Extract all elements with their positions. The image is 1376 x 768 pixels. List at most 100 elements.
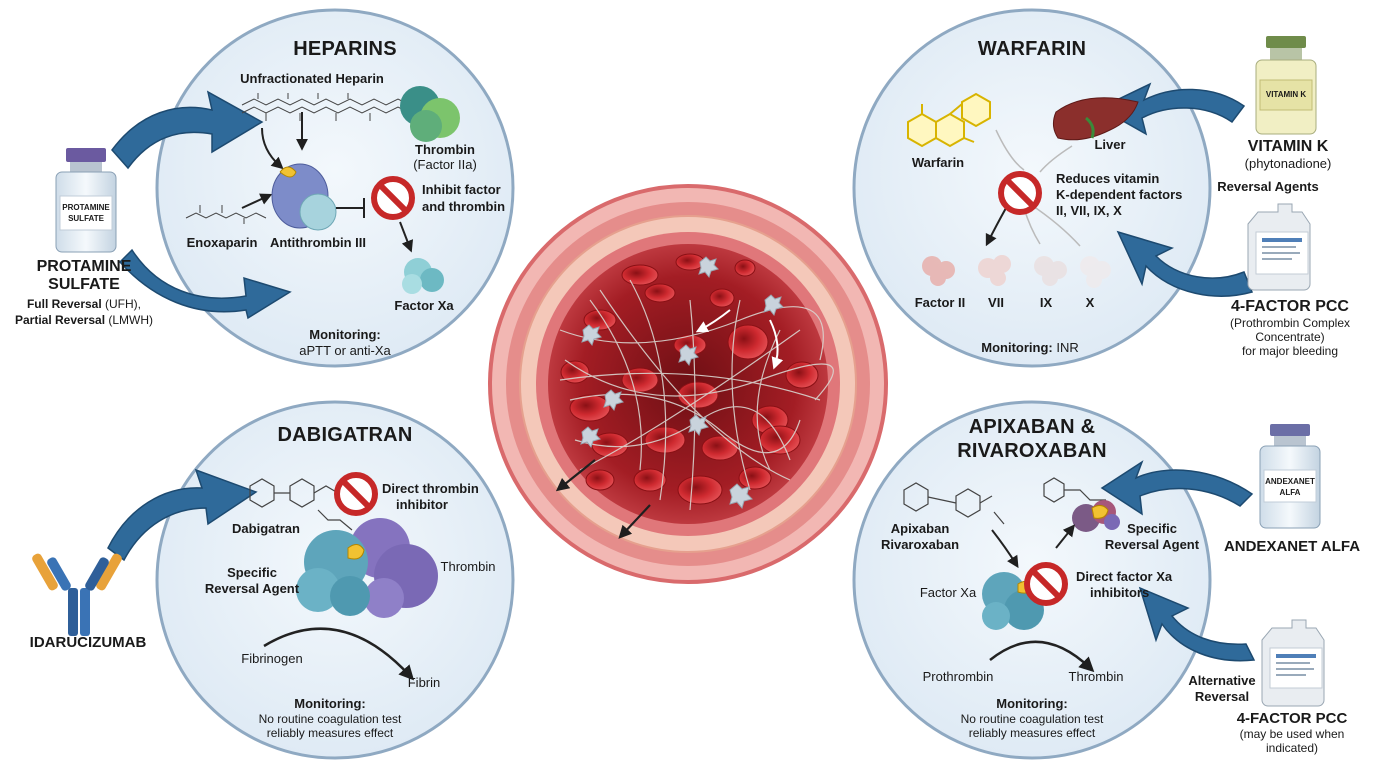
- pcc-top-line-3: for major bleeding: [1241, 344, 1339, 358]
- heparin-inhibit-symbol: [374, 179, 412, 217]
- dabigatran-molecule: [249, 478, 353, 531]
- factor-xa-label: Factor Xa: [394, 298, 454, 313]
- factor-proteins: [922, 255, 1111, 288]
- thrombin-label: Thrombin: [415, 142, 475, 157]
- pcc-bag-bottom: [1261, 619, 1325, 707]
- apixaban-drug-1: Apixaban: [890, 521, 950, 536]
- pcc-bottom-sub-1: (may be used when: [1239, 727, 1345, 741]
- reduces-line-2: K-dependent factors: [1056, 187, 1183, 202]
- andexanet-vial-text-1: ANDEXANET: [1265, 477, 1315, 486]
- apixaban-drug-2: Rivaroxaban: [880, 537, 960, 552]
- dabigatran-inhibit-symbol: [337, 475, 375, 513]
- pcc-bag-top: [1247, 203, 1311, 291]
- apixaban-monitoring-1: No routine coagulation test: [960, 712, 1104, 726]
- apixaban-specific-1: Specific: [1127, 521, 1177, 536]
- prothrombin-label: Prothrombin: [922, 669, 994, 684]
- apixaban-thrombin-label: Thrombin: [1068, 669, 1124, 684]
- dabigatran-monitoring-label: Monitoring:: [294, 696, 366, 711]
- apixaban-monitoring-label: Monitoring:: [996, 696, 1068, 711]
- protamine-name-1: PROTAMINE: [36, 258, 132, 275]
- apixaban-inhibit-symbol: [1027, 565, 1065, 603]
- enoxaparin-molecule: [185, 205, 267, 224]
- warfarin-monitoring-label: Monitoring:: [981, 340, 1053, 355]
- reversal-arrows: [107, 82, 1256, 662]
- apixaban-molecule: [903, 482, 1005, 525]
- pcc-bottom-sub-2: indicated): [1265, 741, 1319, 755]
- fibrin-label: Fibrin: [407, 675, 441, 690]
- direct-xa-line-2: inhibitors: [1090, 585, 1150, 600]
- warfarin-monitoring: Monitoring: INR: [981, 340, 1079, 356]
- full-reversal-bold: Full Reversal: [26, 297, 102, 311]
- factor-xa-protein: [402, 258, 444, 294]
- heparins-monitoring-label: Monitoring:: [309, 327, 381, 342]
- partial-reversal-bold: Partial Reversal: [14, 313, 106, 327]
- protamine-vial-text-2: SULFATE: [68, 214, 104, 223]
- alternative-line-1: Alternative: [1188, 673, 1256, 688]
- heparin-molecule: [241, 93, 411, 121]
- reversal-agents-label: Reversal Agents: [1217, 179, 1319, 194]
- dabigatran-drug-label: Dabigatran: [232, 521, 300, 536]
- pcc-top-line-1: (Prothrombin Complex: [1229, 316, 1351, 330]
- factor-x-label: X: [1085, 295, 1095, 310]
- inhibit-label-2: and thrombin: [422, 199, 506, 214]
- liver-label: Liver: [1094, 137, 1126, 152]
- thrombin-protein-heparin: [400, 86, 460, 142]
- alternative-line-2: Reversal: [1194, 689, 1250, 704]
- andexanet-name: ANDEXANET ALFA: [1223, 538, 1361, 555]
- warfarin-monitoring-value: INR: [1056, 340, 1079, 355]
- warfarin-molecule: [907, 92, 991, 148]
- factor-vii-label: VII: [988, 295, 1004, 310]
- protamine-partial-reversal: Partial Reversal (LMWH): [14, 313, 154, 328]
- full-reversal-rest: (UFH),: [105, 297, 142, 311]
- fibrinogen-label: Fibrinogen: [241, 651, 303, 666]
- heparins-monitoring-value: aPTT or anti-Xa: [299, 343, 391, 358]
- antithrombin-label: Antithrombin III: [269, 235, 367, 250]
- dabigatran-monitoring-2: reliably measures effect: [266, 726, 394, 740]
- pcc-bottom-name: 4-FACTOR PCC: [1236, 710, 1348, 727]
- apixaban-monitoring-2: reliably measures effect: [968, 726, 1096, 740]
- warfarin-drug-label: Warfarin: [911, 155, 965, 170]
- pcc-top-name: 4-FACTOR PCC: [1231, 298, 1349, 315]
- protamine-vial-text-1: PROTAMINE: [62, 203, 110, 212]
- andexanet-vial: [1259, 424, 1321, 529]
- factor-ii-label: Factor II: [914, 295, 966, 310]
- warfarin-title: WARFARIN: [977, 38, 1087, 60]
- inhibit-label-1: Inhibit factor: [422, 182, 501, 197]
- andexanet-vial-text-2: ALFA: [1279, 488, 1301, 497]
- thrombin-sublabel: (Factor IIa): [413, 157, 477, 172]
- protamine-vial: [55, 148, 117, 253]
- blood-vessel-illustration: [488, 184, 888, 584]
- apixaban-specific-2: Reversal Agent: [1104, 537, 1200, 552]
- heparins-title: HEPARINS: [293, 38, 397, 60]
- antithrombin-protein: [271, 163, 337, 231]
- reduces-line-1: Reduces vitamin: [1056, 171, 1160, 186]
- warfarin-inhibit-symbol: [1001, 174, 1039, 212]
- dabigatran-specific-1: Specific: [227, 565, 277, 580]
- enoxaparin-label: Enoxaparin: [186, 235, 258, 250]
- direct-thrombin-line-2: inhibitor: [396, 497, 448, 512]
- vitamin-k-vial-text: VITAMIN K: [1265, 90, 1307, 99]
- partial-reversal-rest: (LMWH): [108, 313, 154, 327]
- vitamin-k-name: VITAMIN K: [1247, 138, 1329, 155]
- protamine-name-2: SULFATE: [48, 276, 120, 293]
- idarucizumab-label: IDARUCIZUMAB: [29, 634, 147, 651]
- reversal-agent-molecule: [1043, 477, 1106, 503]
- vitamin-k-sub: (phytonadione): [1244, 156, 1332, 171]
- dabigatran-monitoring-1: No routine coagulation test: [258, 712, 402, 726]
- dabigatran-thrombin-label: Thrombin: [440, 559, 496, 574]
- andexanet-binding-protein: [1072, 500, 1120, 532]
- dabigatran-specific-2: Reversal Agent: [204, 581, 300, 596]
- ufh-label: Unfractionated Heparin: [240, 71, 384, 86]
- apixaban-title-1: APIXABAN &: [968, 416, 1096, 438]
- antibody-icon: [32, 553, 122, 636]
- apixaban-factor-xa-label: Factor Xa: [919, 585, 977, 600]
- pcc-top-line-2: Concentrate): [1255, 330, 1325, 344]
- protamine-full-reversal: Full Reversal (UFH),: [26, 297, 142, 312]
- apixaban-title-2: RIVAROXABAN: [957, 440, 1107, 462]
- factor-ix-label: IX: [1039, 295, 1053, 310]
- vitamin-k-vial: [1255, 36, 1317, 135]
- direct-xa-line-1: Direct factor Xa: [1076, 569, 1173, 584]
- direct-thrombin-line-1: Direct thrombin: [382, 481, 479, 496]
- dabigatran-title: DABIGATRAN: [277, 424, 413, 446]
